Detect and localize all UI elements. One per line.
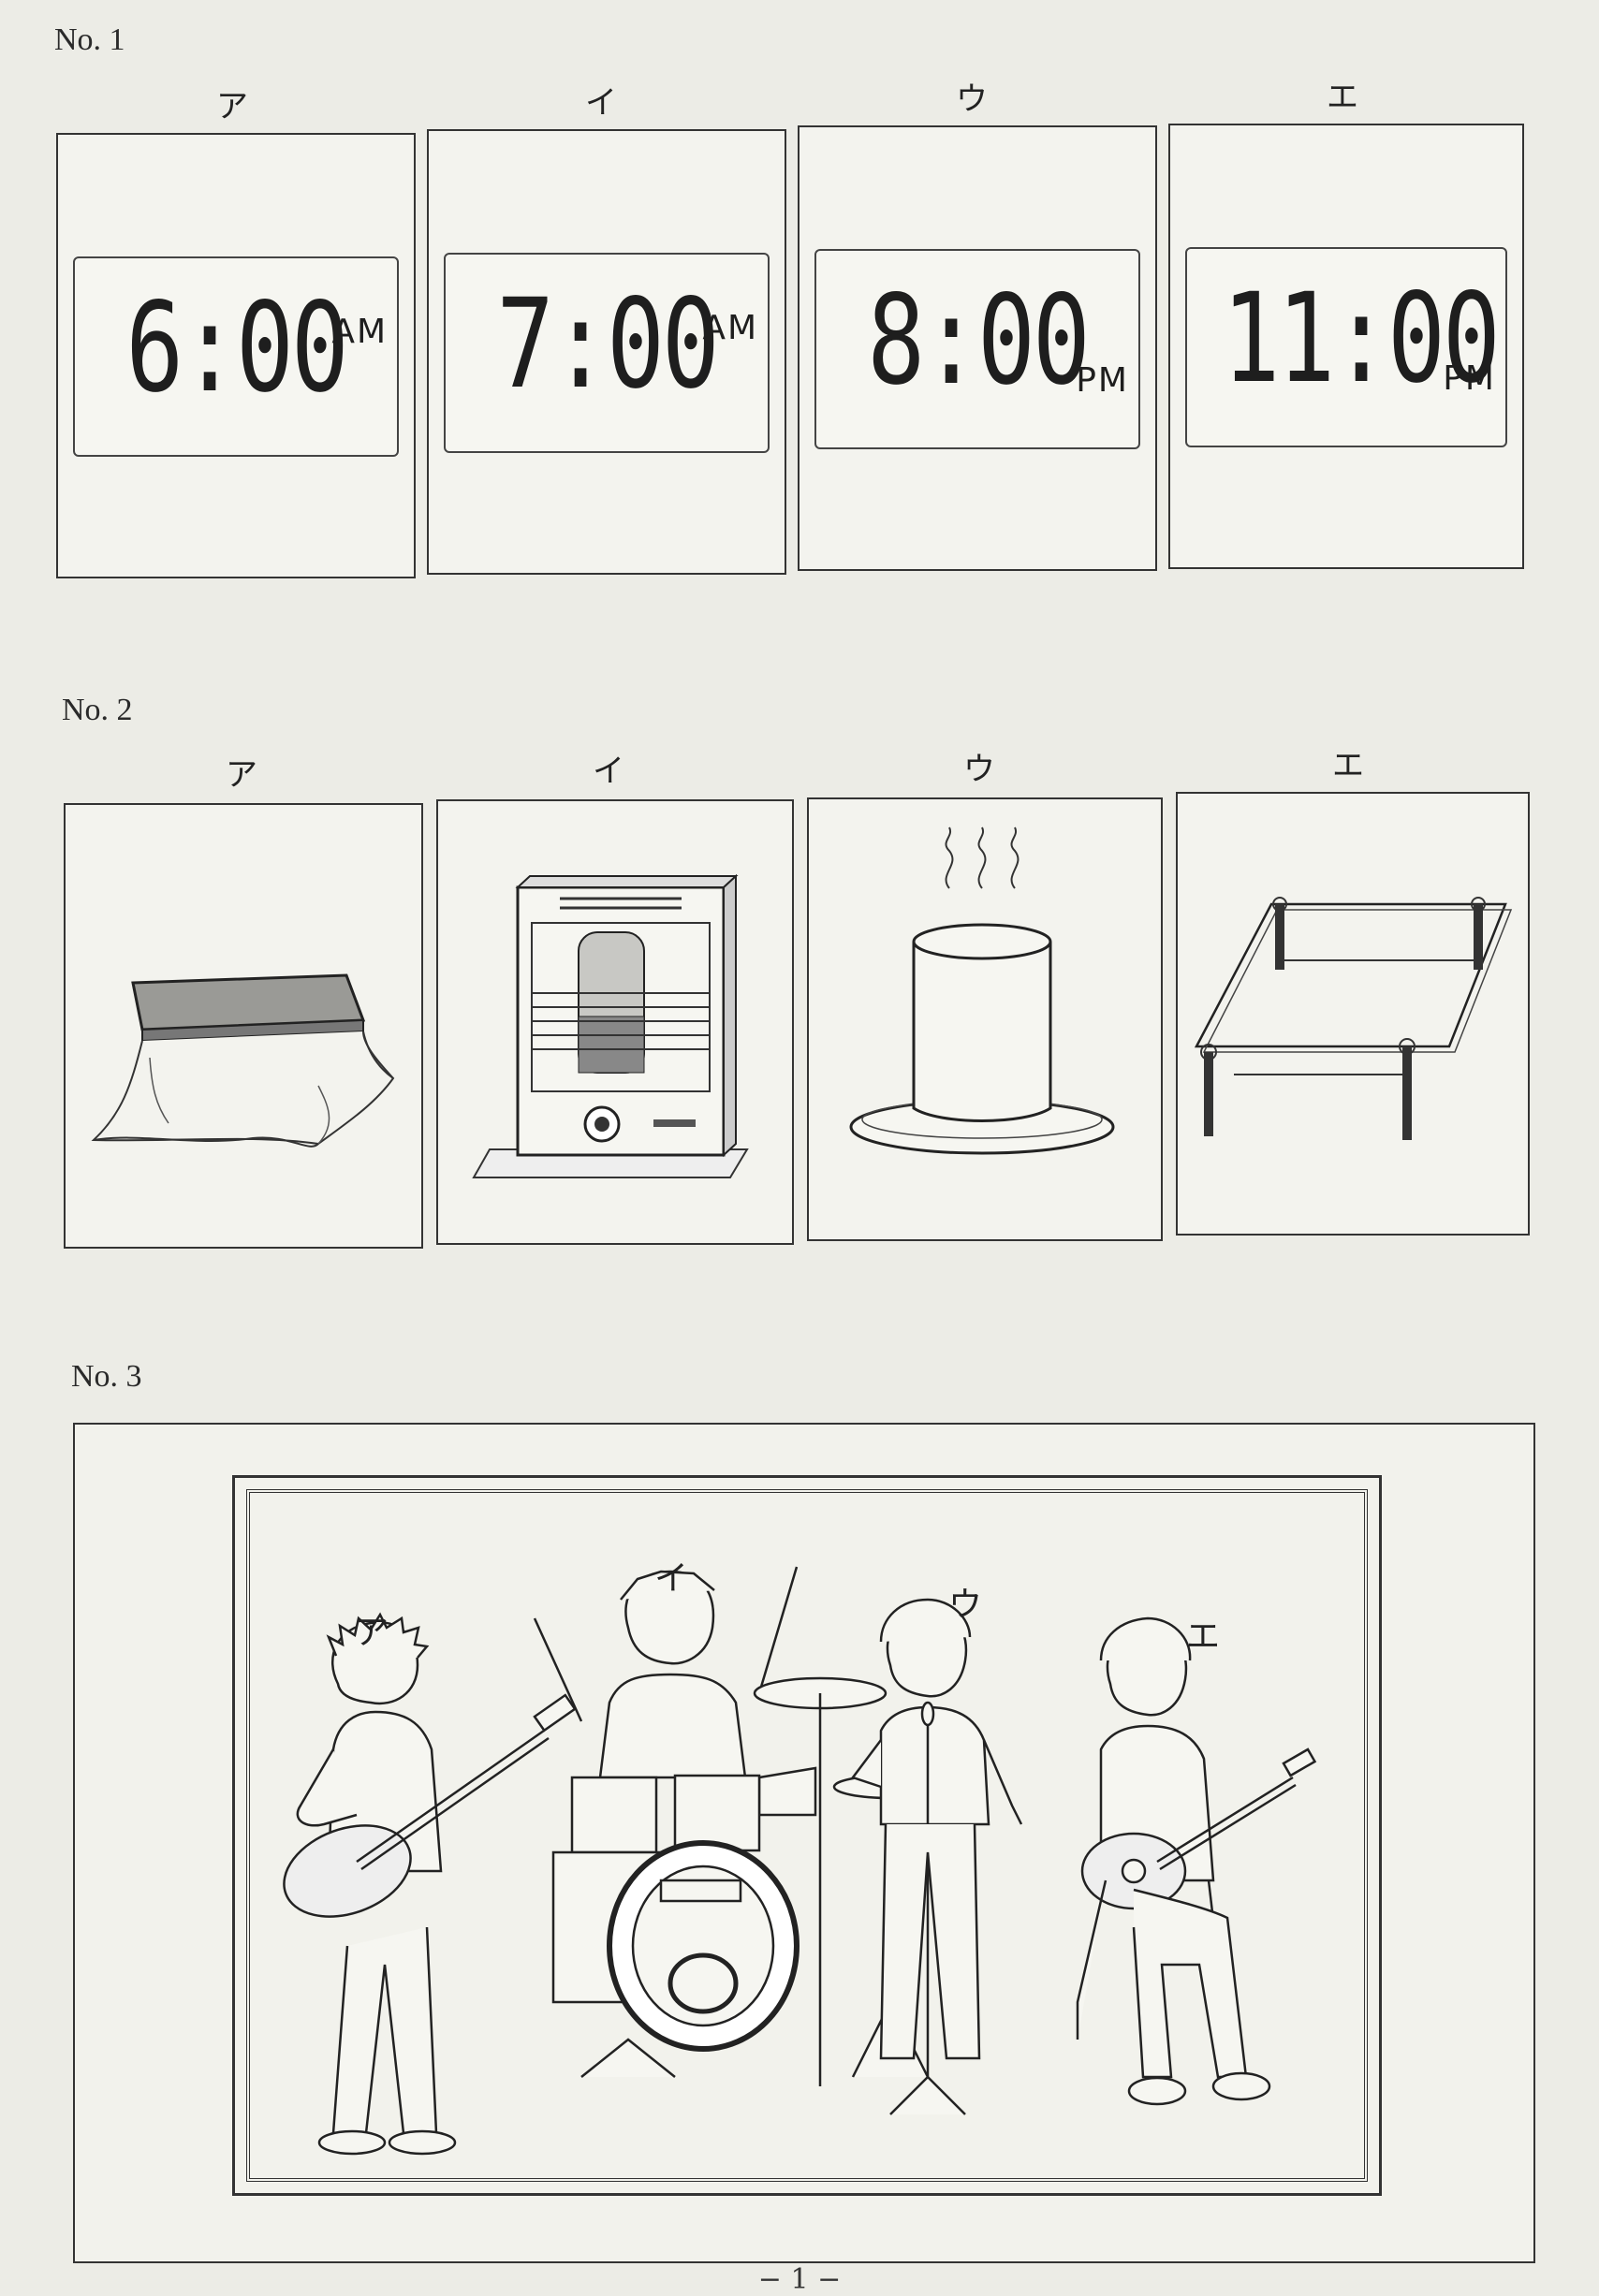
member-label-u: ウ (948, 1586, 983, 1624)
member-label-i: イ (654, 1559, 689, 1598)
clock-period: AM (331, 313, 388, 351)
option-label-e: エ (1332, 747, 1364, 784)
poster-inner-border (246, 1489, 1368, 2182)
clock-option-e[interactable]: 11:00 PM (1168, 124, 1524, 569)
question-label-no3: No. 3 (71, 1359, 142, 1394)
singer-icon (850, 1598, 1023, 2115)
question-label-no1: No. 1 (54, 22, 125, 57)
clock-option-a[interactable]: 6:00 AM (56, 133, 416, 578)
hot-cup-icon (849, 826, 1115, 1155)
option-label-i: イ (593, 753, 624, 790)
band-picture-frame: ア イ ウ エ (73, 1423, 1535, 2263)
item-option-u[interactable] (807, 797, 1163, 1241)
option-label-i: イ (585, 84, 617, 122)
item-option-a[interactable] (64, 803, 423, 1249)
member-label-e: エ (1186, 1617, 1221, 1656)
clock-option-i[interactable]: 7:00 AM (427, 129, 786, 575)
heater-icon (472, 873, 749, 1178)
member-label-a: ア (355, 1614, 389, 1652)
band-scene (283, 1566, 1317, 2156)
clock-time: 11:00 (1222, 267, 1500, 411)
option-label-a: ア (226, 756, 257, 794)
clock-option-u[interactable]: 8:00 PM (798, 125, 1157, 571)
page-number: − 1 − (757, 2263, 842, 2296)
clock-time: 6:00 (125, 276, 349, 420)
option-label-a: ア (216, 88, 248, 125)
guitarist-icon (283, 1612, 577, 2156)
question-label-no2: No. 2 (62, 693, 133, 727)
option-label-u: ウ (956, 80, 988, 118)
lcd-display: 11:00 PM (1185, 247, 1507, 447)
option-label-e: エ (1327, 79, 1358, 116)
clock-time: 7:00 (496, 272, 720, 417)
item-option-e[interactable] (1176, 792, 1530, 1236)
band-poster: ア イ ウ エ (232, 1475, 1382, 2196)
lcd-display: 7:00 AM (444, 253, 770, 453)
kotatsu-icon (91, 973, 395, 1148)
clock-period: PM (1443, 359, 1496, 398)
lcd-display: 6:00 AM (73, 256, 399, 457)
clock-period: PM (1076, 361, 1129, 400)
option-label-u: ウ (963, 751, 995, 788)
lcd-display: 8:00 PM (814, 249, 1140, 449)
clock-time: 8:00 (867, 269, 1091, 413)
acoustic-guitarist-icon (1076, 1616, 1317, 2106)
glass-table-icon (1194, 897, 1513, 1140)
clock-period: AM (702, 309, 758, 347)
item-option-i[interactable] (436, 799, 794, 1245)
